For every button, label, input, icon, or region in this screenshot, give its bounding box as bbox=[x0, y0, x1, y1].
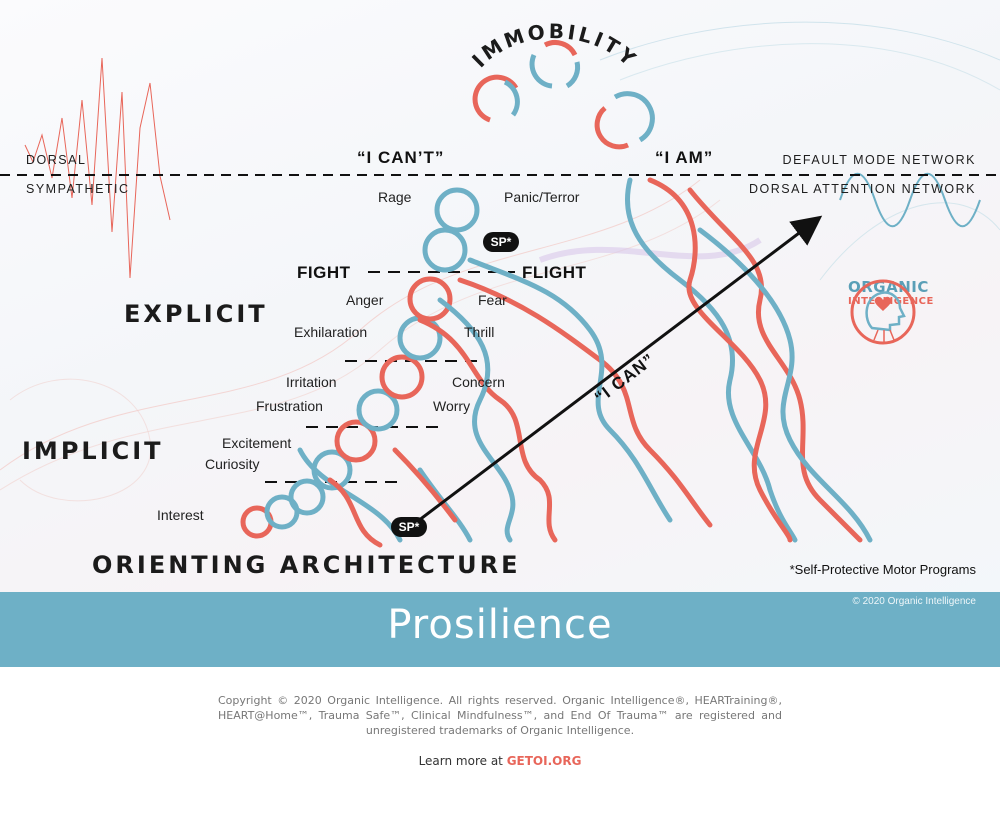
braided-strands bbox=[297, 177, 873, 548]
background-swooshes bbox=[0, 21, 1000, 502]
emotion-worry: Worry bbox=[433, 398, 471, 414]
emotion-rage: Rage bbox=[378, 189, 412, 205]
logo-line1: ORGANIC bbox=[848, 278, 929, 296]
fight-label: FIGHT bbox=[297, 263, 351, 282]
immobility-title: IMMOBILITY bbox=[467, 19, 642, 72]
i-am-label: “I AM” bbox=[655, 148, 714, 167]
banner-copyright: © 2020 Organic Intelligence bbox=[852, 596, 976, 607]
i-cant-label: “I CAN’T” bbox=[357, 148, 445, 167]
orienting-architecture-label: ORIENTING ARCHITECTURE bbox=[92, 551, 521, 579]
emotion-exhilaration: Exhilaration bbox=[294, 324, 368, 340]
title-banner: © 2020 Organic Intelligence Prosilience bbox=[0, 592, 1000, 667]
getoi-link[interactable]: GETOI.ORG bbox=[506, 754, 582, 768]
emotion-thrill: Thrill bbox=[464, 324, 495, 340]
dorsal-label: DORSAL bbox=[26, 153, 87, 167]
default-mode-network-label: DEFAULT MODE NETWORK bbox=[782, 153, 976, 167]
sympathetic-waveform bbox=[24, 57, 171, 279]
sp-badge-upper: SP* bbox=[483, 232, 519, 252]
head-heart-icon bbox=[850, 279, 916, 345]
legal-notice: Copyright © 2020 Organic Intelligence. A… bbox=[218, 694, 782, 737]
diagram-graphics: IMMOBILITY “I CAN” bbox=[0, 19, 1000, 548]
sympathetic-label: SYMPATHETIC bbox=[26, 182, 130, 196]
default-mode-waveform bbox=[839, 172, 981, 228]
prosilience-diagram: IMMOBILITY “I CAN” DORSAL SYMPATHETIC DE… bbox=[0, 0, 1000, 592]
orienting-loop-chain bbox=[240, 187, 480, 539]
organic-intelligence-logo: ORGANIC INTELLIGENCE bbox=[848, 278, 933, 345]
emotion-anger: Anger bbox=[346, 292, 384, 308]
emotion-frustration: Frustration bbox=[256, 398, 323, 414]
i-can-arrow bbox=[409, 215, 823, 529]
implicit-label: IMPLICIT bbox=[22, 437, 164, 465]
page-title: Prosilience bbox=[387, 602, 613, 648]
emotion-excitement: Excitement bbox=[222, 435, 292, 451]
emotion-fear: Fear bbox=[478, 292, 507, 308]
emotion-interest: Interest bbox=[157, 507, 204, 523]
learn-more-prefix: Learn more at bbox=[418, 754, 507, 768]
emotion-panic-terror: Panic/Terror bbox=[504, 189, 580, 205]
emotion-curiosity: Curiosity bbox=[205, 456, 260, 472]
emotion-concern: Concern bbox=[452, 374, 505, 390]
sp-footnote: *Self-Protective Motor Programs bbox=[789, 562, 976, 577]
emotion-irritation: Irritation bbox=[286, 374, 337, 390]
learn-more-line: Learn more at GETOI.ORG bbox=[0, 754, 1000, 768]
dorsal-attention-network-label: DORSAL ATTENTION NETWORK bbox=[749, 182, 976, 196]
flight-label: FLIGHT bbox=[522, 263, 587, 282]
sp-badge-lower: SP* bbox=[391, 517, 427, 537]
immobility-rings bbox=[472, 40, 655, 150]
explicit-label: EXPLICIT bbox=[124, 300, 268, 328]
